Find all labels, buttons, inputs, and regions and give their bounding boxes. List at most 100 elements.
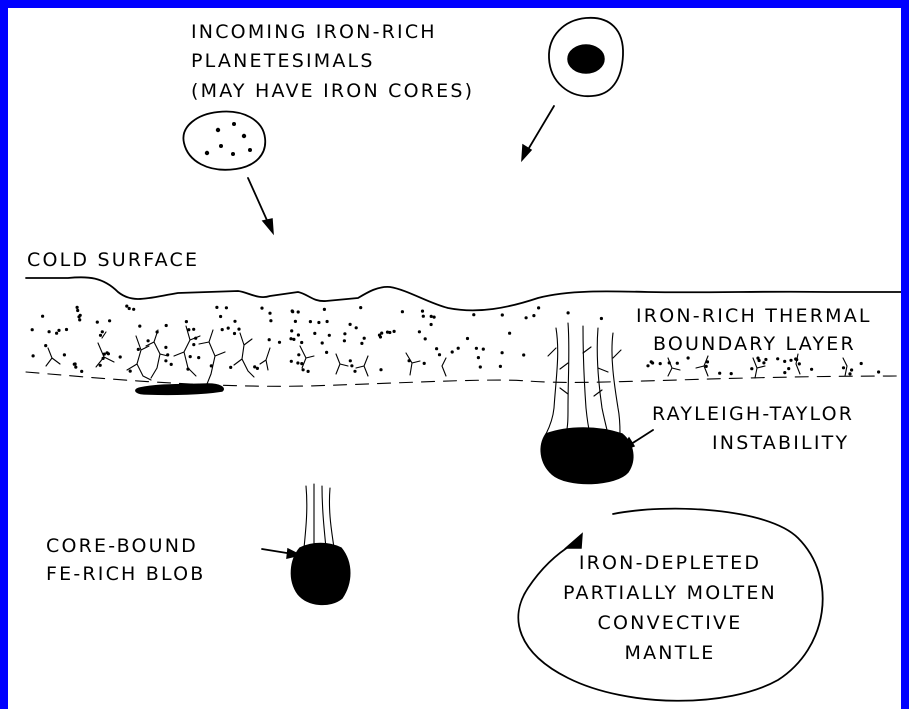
stipple-dot — [475, 347, 478, 350]
arrow-core-bound — [262, 549, 300, 558]
stipple-dot — [567, 311, 570, 314]
stipple-dot — [227, 327, 230, 330]
stipple-dot — [499, 365, 502, 368]
stipple-dot — [343, 339, 346, 342]
convection-loop — [518, 509, 822, 701]
stipple-dot — [321, 341, 324, 344]
stipple-dot — [343, 332, 346, 335]
stipple-dot — [501, 313, 504, 316]
stipple-dot — [192, 328, 195, 331]
stipple-dot — [477, 356, 480, 359]
stipple-dot — [789, 359, 792, 362]
stipple-dot — [783, 371, 786, 374]
stipple-dot — [78, 318, 81, 321]
stipple-dot — [189, 355, 192, 358]
stipple-dot — [532, 314, 535, 317]
label-mantle-line-4: MANTLE — [625, 642, 716, 664]
stipple-dot — [479, 365, 482, 368]
stipple-dot — [192, 343, 195, 346]
stipple-dot — [221, 328, 224, 331]
stipple-dot — [317, 321, 320, 324]
stipple-dot — [359, 306, 362, 309]
stipple-dot — [31, 328, 34, 331]
stipple-dot — [307, 370, 310, 373]
stipple-dot — [379, 368, 382, 371]
stipple-dot — [44, 344, 47, 347]
stipple-dot — [646, 364, 649, 367]
stipple-dot — [80, 370, 83, 373]
stipple-dot — [687, 356, 690, 359]
stipple-dot — [128, 307, 131, 310]
stipple-dot — [96, 321, 99, 324]
stipple-dot — [147, 339, 150, 342]
stipple-dot — [74, 366, 77, 369]
stipple-dot — [508, 332, 511, 335]
stipple-dot — [138, 325, 141, 328]
stipple-dot — [290, 329, 293, 332]
stipple-dot — [291, 310, 294, 313]
stipple-dot — [850, 368, 853, 371]
rayleigh-taylor-diapir — [541, 323, 633, 484]
stipple-dot — [525, 316, 528, 319]
stipple-dot — [877, 370, 880, 373]
label-boundary-layer: IRON-RICH THERMAL BOUNDARY LAYER — [636, 305, 872, 355]
stipple-dot — [424, 337, 427, 340]
label-core-line-1: CORE-BOUND — [46, 535, 198, 557]
stipple-dot — [600, 317, 603, 320]
stipple-dot — [430, 323, 433, 326]
stipple-dot — [764, 358, 767, 361]
stipple-dot — [278, 341, 281, 344]
stipple-dot — [290, 360, 293, 363]
label-boundary-line-2: BOUNDARY LAYER — [653, 333, 856, 355]
stipple-dot — [215, 306, 218, 309]
stipple-dot — [783, 360, 786, 363]
stipple-dot — [349, 359, 352, 362]
stipple-dot — [438, 353, 441, 356]
stipple-dot — [229, 366, 232, 369]
label-boundary-line-1: IRON-RICH THERMAL — [636, 305, 872, 327]
stipple-dot — [798, 362, 801, 365]
stipple-dot — [99, 334, 102, 337]
stipple-dot — [108, 319, 111, 322]
stipple-dot — [63, 353, 66, 356]
stipple-dot — [233, 320, 236, 323]
stipple-dot — [125, 305, 128, 308]
stipple-dot — [810, 368, 813, 371]
label-rayleigh-taylor: RAYLEIGH-TAYLOR INSTABILITY — [652, 403, 854, 454]
stipple-dot — [219, 315, 222, 318]
label-cold-surface: COLD SURFACE — [27, 249, 199, 271]
stipple-dot — [137, 348, 140, 351]
stipple-dot — [718, 372, 721, 375]
stipple-dot — [253, 365, 256, 368]
stipple-dot — [269, 319, 272, 322]
stipple-dot — [164, 359, 167, 362]
label-rt-line-2: INSTABILITY — [712, 432, 849, 454]
stipple-dot — [349, 323, 352, 326]
stipple-dot — [379, 335, 382, 338]
stipple-dot — [353, 370, 356, 373]
stipple-dot — [55, 332, 58, 335]
stipple-dot — [76, 306, 79, 309]
stipple-dot — [132, 308, 135, 311]
stipple-dot — [787, 367, 790, 370]
stipple-dot — [300, 341, 303, 344]
stipple-dot — [297, 310, 300, 313]
stipple-dot — [129, 370, 132, 373]
stipple-dot — [650, 360, 653, 363]
label-mantle: IRON-DEPLETED PARTIALLY MOLTEN CONVECTIV… — [563, 552, 777, 664]
stipple-dot — [762, 361, 765, 364]
stipple-dot — [328, 334, 331, 337]
label-rt-line-1: RAYLEIGH-TAYLOR — [652, 403, 854, 425]
stipple-dot — [106, 351, 109, 354]
stipple-dot — [165, 324, 168, 327]
stipple-dot — [418, 330, 421, 333]
stipple-dot — [268, 338, 271, 341]
stipple-dot — [119, 355, 122, 358]
stipple-dot — [472, 313, 475, 316]
stipple-dot — [41, 315, 44, 318]
label-incoming-line-3: (MAY HAVE IRON CORES) — [191, 80, 474, 102]
stipple-dot — [430, 315, 433, 318]
label-incoming-planetesimals: INCOMING IRON-RICH PLANETESIMALS (MAY HA… — [191, 21, 474, 102]
stipple-dot — [482, 348, 485, 351]
stipple-dot — [325, 351, 328, 354]
